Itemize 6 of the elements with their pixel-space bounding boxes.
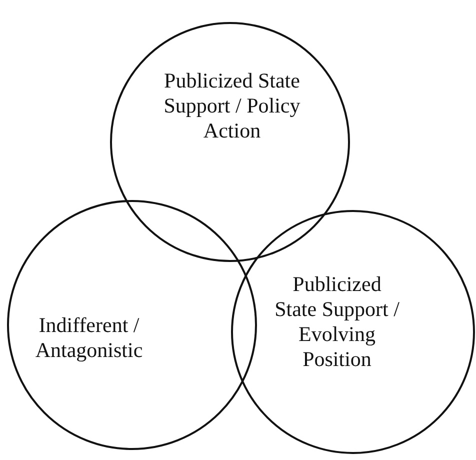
venn-circle [7, 200, 257, 450]
circle-label: Indifferent / Antagonistic [34, 313, 144, 363]
circle-label: Publicized State Support / Evolving Position [274, 272, 400, 372]
venn-circle [231, 210, 475, 454]
circle-label: Publicized State Support / Policy Action [162, 68, 302, 144]
venn-circle [110, 22, 350, 262]
